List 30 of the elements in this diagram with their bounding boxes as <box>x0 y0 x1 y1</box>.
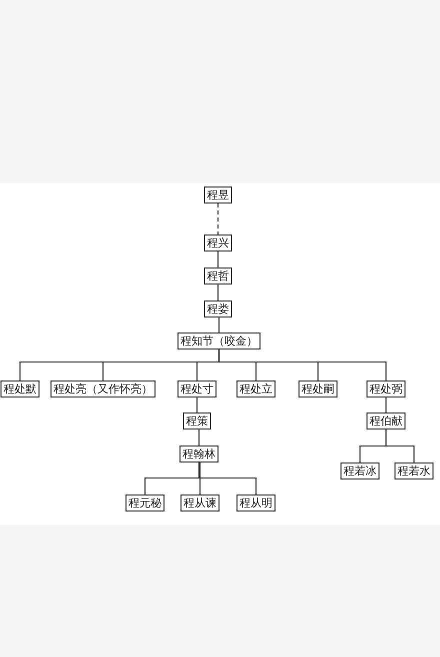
connector-line <box>199 462 201 494</box>
name-box: 程若水 <box>394 462 434 480</box>
name-box: 程娄 <box>204 300 232 318</box>
name-box: 程处亮（又作怀亮） <box>50 380 156 398</box>
connector-line <box>217 204 219 234</box>
connector-line <box>198 430 200 446</box>
connector-line <box>196 398 198 412</box>
name-box: 程伯献 <box>366 412 406 430</box>
name-box: 程知节（咬金） <box>178 332 260 350</box>
name-box: 程翰林 <box>180 446 218 462</box>
name-box: 程兴 <box>204 234 232 252</box>
connector-line <box>218 350 387 380</box>
connector-line <box>217 252 219 268</box>
name-box: 程策 <box>183 412 211 430</box>
connector-line <box>385 430 415 462</box>
connector-line <box>217 284 219 300</box>
name-box: 程哲 <box>204 268 232 284</box>
connector-line <box>198 462 257 494</box>
name-box: 程昱 <box>204 186 232 204</box>
name-box: 程从明 <box>236 494 276 512</box>
connector-line <box>385 398 387 412</box>
name-box: 程处嗣 <box>298 380 338 398</box>
name-box: 程处弼 <box>366 380 406 398</box>
name-box: 程处立 <box>236 380 276 398</box>
name-box: 程元秘 <box>126 494 164 512</box>
name-box: 程处寸 <box>178 380 216 398</box>
name-box: 程从谏 <box>180 494 220 512</box>
connector-line <box>218 318 220 332</box>
name-box: 程处默 <box>0 380 40 398</box>
name-box: 程若冰 <box>340 462 380 480</box>
